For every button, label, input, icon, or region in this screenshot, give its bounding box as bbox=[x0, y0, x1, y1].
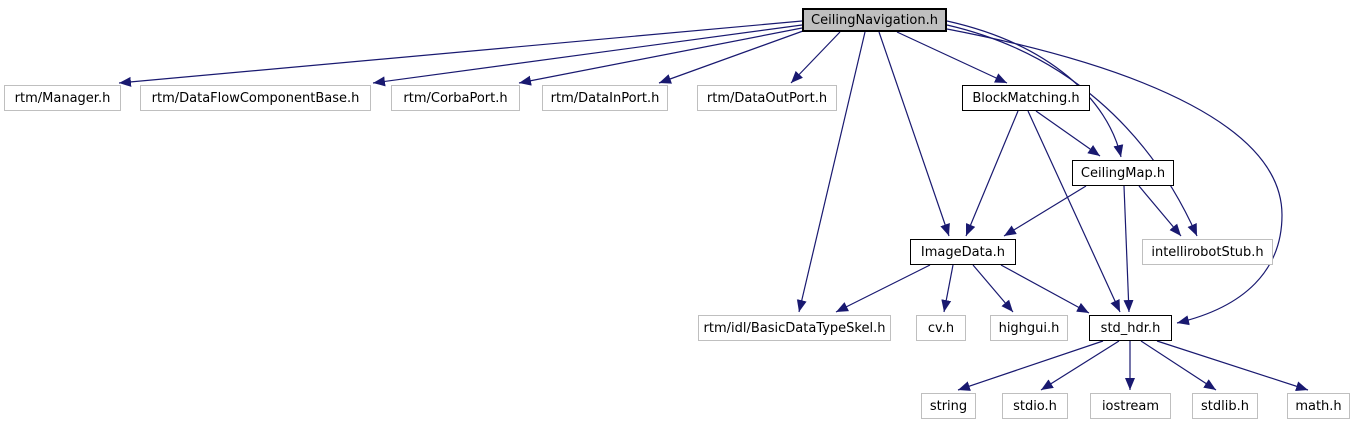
node-rtm-dataflowcomponentbase: rtm/DataFlowComponentBase.h bbox=[140, 85, 371, 111]
edge-imagedata-to-basicdatatypeskel bbox=[835, 264, 931, 313]
node-math: math.h bbox=[1287, 393, 1350, 419]
edge-root-to-datainport bbox=[658, 30, 804, 84]
edge-blockmatching-to-ceilingmap bbox=[1035, 110, 1101, 157]
edge-ceilingmap-to-imagedata bbox=[1003, 185, 1087, 237]
node-highgui: highgui.h bbox=[990, 315, 1068, 341]
node-ceiling-navigation: CeilingNavigation.h bbox=[802, 8, 947, 32]
edge-stdhdr-to-string bbox=[957, 340, 1104, 391]
node-rtm-manager: rtm/Manager.h bbox=[4, 85, 121, 111]
edge-root-to-blockmatching bbox=[896, 31, 1008, 84]
edge-ceilingmap-to-intellirobotstub bbox=[1138, 185, 1182, 237]
node-imagedata[interactable]: ImageData.h bbox=[910, 239, 1016, 265]
node-stdio: stdio.h bbox=[1002, 393, 1068, 419]
node-intellirobotstub: intellirobotStub.h bbox=[1142, 239, 1273, 265]
edge-root-to-intellirobotstub bbox=[946, 24, 1198, 237]
node-cv: cv.h bbox=[916, 315, 966, 341]
node-rtm-idl-basicdatatypeskel: rtm/idl/BasicDataTypeSkel.h bbox=[698, 315, 891, 341]
node-ceilingmap[interactable]: CeilingMap.h bbox=[1072, 160, 1174, 186]
edge-imagedata-to-cv bbox=[941, 264, 954, 313]
node-blockmatching[interactable]: BlockMatching.h bbox=[962, 85, 1090, 111]
edge-blockmatching-to-imagedata bbox=[965, 110, 1019, 237]
edge-stdhdr-to-stdlib bbox=[1140, 340, 1217, 391]
node-stdlib: stdlib.h bbox=[1192, 393, 1258, 419]
edge-root-to-dataflowcomponentbase bbox=[372, 24, 803, 87]
edge-blockmatching-to-stdhdr bbox=[1027, 110, 1121, 313]
edge-imagedata-to-stdhdr bbox=[1000, 264, 1090, 314]
edge-stdhdr-to-math bbox=[1156, 340, 1309, 392]
edge-root-to-dataoutport bbox=[790, 31, 841, 84]
node-std-hdr[interactable]: std_hdr.h bbox=[1089, 315, 1172, 341]
edge-root-to-ceilingmap bbox=[946, 20, 1124, 158]
edge-root-to-corbaport bbox=[518, 27, 803, 86]
edge-stdhdr-to-stdio bbox=[1040, 340, 1120, 391]
edge-root-to-manager bbox=[118, 20, 803, 87]
edge-root-to-basicdatatypeskel bbox=[796, 31, 866, 313]
edge-root-to-imagedata bbox=[878, 31, 950, 237]
edge-root-to-stdhdr bbox=[946, 28, 1283, 326]
node-iostream: iostream bbox=[1090, 393, 1171, 419]
node-rtm-corbaport: rtm/CorbaPort.h bbox=[391, 85, 520, 111]
edge-imagedata-to-highgui bbox=[972, 264, 1014, 313]
node-string: string bbox=[921, 393, 976, 419]
node-rtm-dataoutport: rtm/DataOutPort.h bbox=[697, 85, 837, 111]
node-rtm-datainport: rtm/DataInPort.h bbox=[542, 85, 668, 111]
edge-ceilingmap-to-stdhdr bbox=[1123, 185, 1134, 313]
